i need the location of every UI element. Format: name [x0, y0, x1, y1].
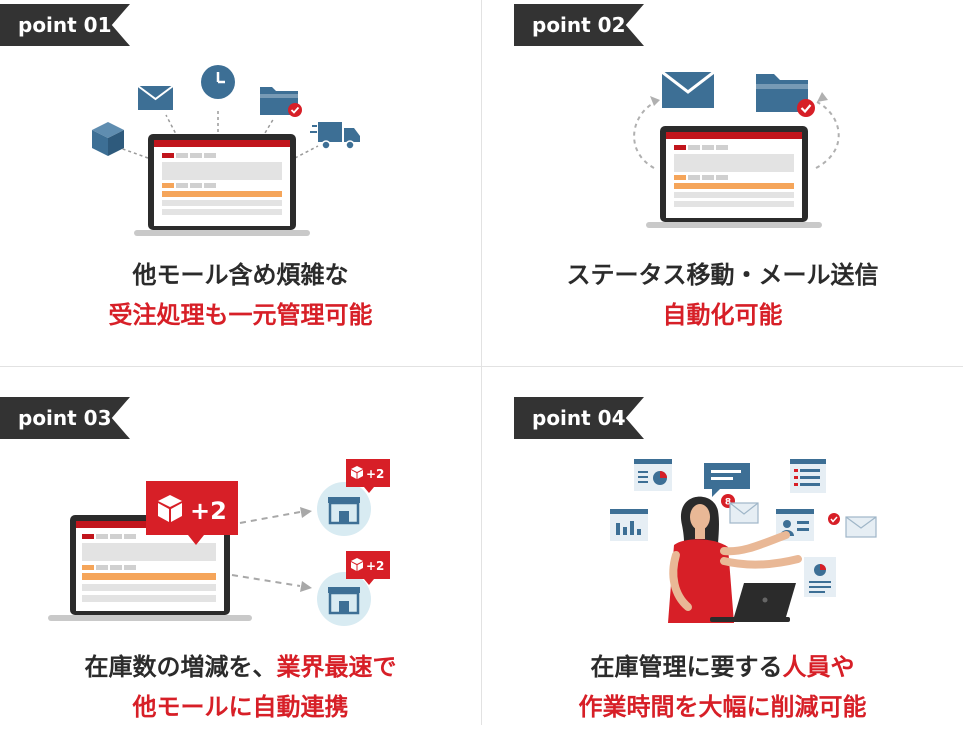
truck-icon [310, 122, 360, 150]
point-04-heading-highlight: 人員や [782, 653, 855, 681]
laptop-icon [134, 134, 310, 236]
mail-icon [845, 516, 877, 538]
woman-figure [668, 496, 802, 623]
point-01-panel: point 01 [0, 0, 481, 362]
point-03-heading: 在庫数の増減を、業界最速で [0, 647, 481, 687]
bar-chart-panel-icon [610, 509, 648, 541]
stock-increase-badge-small: +2 [346, 551, 390, 585]
point-04-panel: point 04 [482, 367, 963, 729]
laptop-icon [48, 515, 252, 621]
multitasking-woman-illustration: 8 [610, 459, 877, 623]
point-02-panel: point 02 [482, 0, 963, 362]
point-04-tag: point 04 [514, 397, 644, 439]
mail-icon [729, 502, 759, 524]
point-03-heading-text: 在庫数の増減を、 [84, 653, 277, 681]
laptop-icon [646, 126, 822, 228]
stock-increase-badge: +2 [146, 481, 238, 545]
svg-text:8: 8 [725, 498, 731, 508]
point-03-panel: point 03 +2 [0, 367, 481, 729]
point-04-heading: 在庫管理に要する人員や [482, 647, 963, 687]
svg-text:+2: +2 [190, 497, 227, 525]
point-03-tag: point 03 [0, 397, 130, 439]
clock-icon [201, 65, 235, 99]
store-icon [317, 572, 371, 626]
check-mark-icon [828, 513, 840, 525]
document-panel-icon [804, 557, 836, 597]
point-02-tag: point 02 [514, 4, 644, 46]
svg-text:+2: +2 [366, 559, 384, 573]
point-03-highlight: 他モールに自動連携 [132, 693, 349, 721]
point-03-heading-highlight: 業界最速で [276, 653, 397, 681]
vertical-divider [481, 0, 482, 725]
mail-icon [137, 85, 174, 110]
folder-icon [260, 87, 302, 117]
point-01-tag: point 01 [0, 4, 130, 46]
laptop-icon [710, 583, 796, 622]
point-01-highlight: 受注処理も一元管理可能 [108, 301, 373, 329]
point-01-heading: 他モール含め煩雑な [132, 261, 349, 289]
store-icon [317, 482, 371, 536]
mail-icon [661, 70, 715, 108]
point-04-highlight: 作業時間を大幅に削減可能 [578, 693, 867, 721]
pie-chart-panel-icon [634, 459, 672, 491]
package-icon [92, 122, 124, 156]
horizontal-divider [0, 366, 963, 367]
point-04-heading-text: 在庫管理に要する [590, 653, 783, 681]
stock-increase-badge-small: +2 [346, 459, 390, 493]
inventory-sync-illustration: +2 +2 [48, 459, 390, 626]
folder-icon [756, 74, 815, 117]
multi-mall-illustration [92, 65, 360, 236]
chat-bubble-icon [704, 463, 750, 497]
svg-text:+2: +2 [366, 467, 384, 481]
automation-illustration [633, 70, 840, 228]
point-02-highlight: 自動化可能 [662, 301, 783, 329]
point-02-heading: ステータス移動・メール送信 [566, 261, 879, 289]
list-panel-icon [790, 459, 826, 493]
